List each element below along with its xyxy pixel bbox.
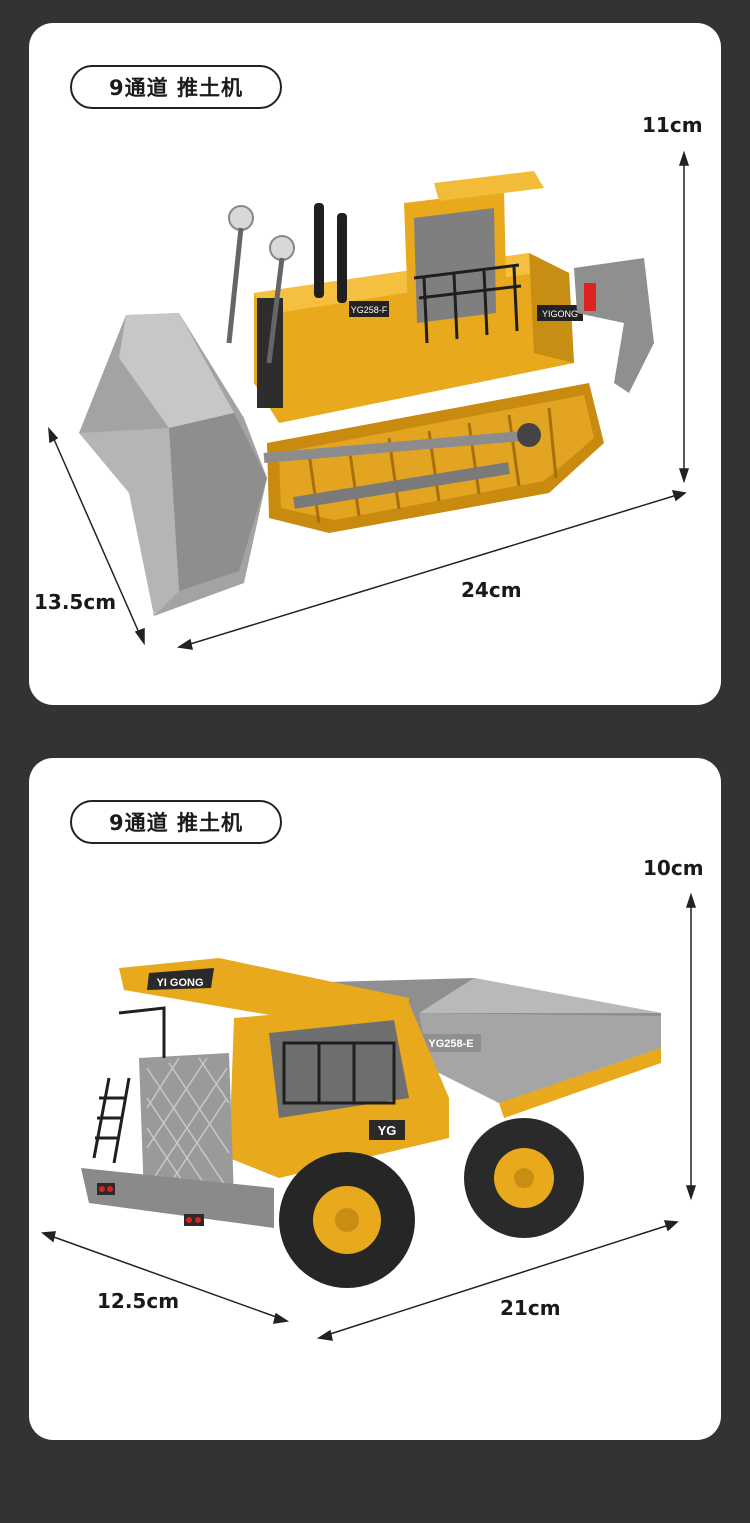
height-dimension: 11cm bbox=[642, 113, 703, 137]
model-label: YG258-E bbox=[428, 1038, 473, 1050]
length-dimension: 21cm bbox=[500, 1296, 561, 1320]
dimension-arrows bbox=[48, 150, 690, 650]
width-dimension: 12.5cm bbox=[97, 1289, 180, 1313]
cab-label: YG bbox=[378, 1123, 397, 1138]
channel-badge: 9通道 推土机 bbox=[70, 65, 282, 109]
model-label: YG258-F bbox=[351, 305, 388, 315]
bulldozer-body: YG258-F YIGONG bbox=[226, 171, 654, 509]
dump-truck-body: YG bbox=[81, 1003, 449, 1228]
width-dimension: 13.5cm bbox=[34, 590, 117, 614]
dump-truck-wheels bbox=[279, 1118, 584, 1288]
bulldozer-blade bbox=[79, 313, 267, 616]
channel-badge: 9通道 推土机 bbox=[70, 800, 282, 844]
dump-truck-bed: YG258-E YI GONG bbox=[119, 958, 661, 1118]
height-dimension: 10cm bbox=[643, 856, 704, 880]
bulldozer-illustration: YG258-F YIGONG bbox=[48, 150, 690, 650]
brand-label: YIGONG bbox=[542, 309, 578, 319]
product-card-bulldozer: 9通道 推土机 bbox=[29, 23, 721, 705]
product-card-dump-truck: 9通道 推土机 YG258-E YI GONG bbox=[29, 758, 721, 1440]
dump-truck-illustration: YG258-E YI GONG YG bbox=[41, 892, 697, 1341]
length-dimension: 24cm bbox=[461, 578, 522, 602]
dimension-arrows bbox=[41, 892, 697, 1341]
brand-label: YI GONG bbox=[156, 977, 203, 989]
